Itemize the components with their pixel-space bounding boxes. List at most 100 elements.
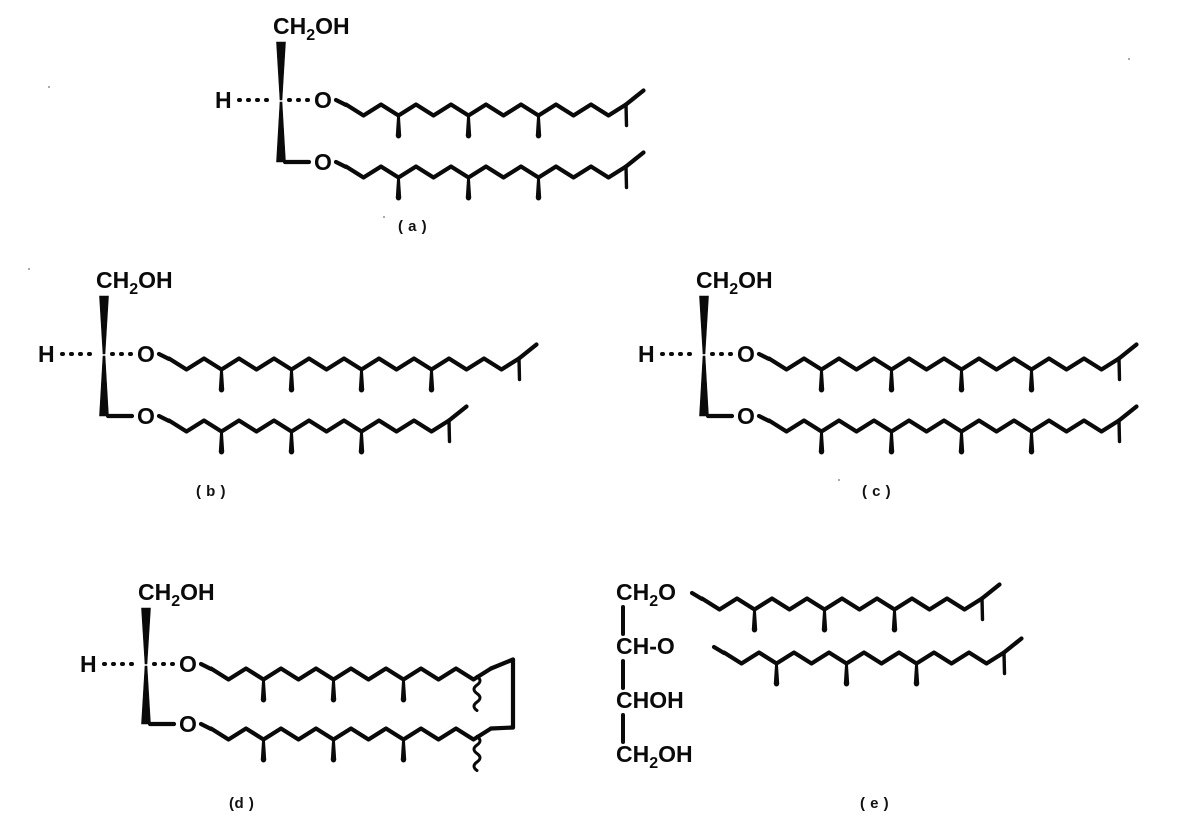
oxygen-label-upper: O [737,341,755,367]
methyl-wedge [465,115,472,139]
svg-text:O: O [179,711,197,737]
macrocyclic-bridge [472,657,516,772]
chain-backbone [766,356,1122,372]
terminal-methyl-up [979,582,1002,601]
backbone-label-row-0: CH2O [616,579,676,610]
methyl-wedge [888,369,895,393]
terminal-methyl-down [980,596,985,622]
isoprenoid-chain [166,342,539,393]
chain-backbone [699,596,985,612]
oxygen-label-upper: O [314,87,332,113]
hydrogen-label: H [80,651,97,677]
chain-backbone [343,102,629,118]
scan-speck [1128,58,1130,60]
terminal-methyl-up [623,150,646,169]
methyl-wedge [400,679,407,703]
chain-backbone [766,418,1122,434]
stereo-wedge-upper [99,295,109,355]
ch2oh-label: CH2OH [138,579,215,610]
svg-text:CH2OH: CH2OH [616,741,693,772]
scan-speck [48,86,50,88]
panel-label-a: ( a ) [398,218,428,235]
chain-backbone [343,164,629,180]
glycerol-head-group: CH2OH H O O [80,579,215,737]
methyl-wedge [428,369,435,393]
glycerol-head-group: CH2OH H O O [215,13,350,175]
structure-d-diagram: CH2OH H O O [80,579,516,772]
svg-text:H: H [638,341,655,367]
chain-backbone [166,356,522,372]
svg-text:CH2OH: CH2OH [138,579,215,610]
glycerol-head-group: CH2OH H O O [38,267,173,429]
svg-text:CH2O: CH2O [616,579,676,610]
oxygen-label-lower: O [314,149,332,175]
structure-c: CH2OH H O O [638,267,1139,455]
svg-text:O: O [137,403,155,429]
svg-text:H: H [215,87,232,113]
glycerol-head-group: CH2OH H O O [638,267,773,429]
oxygen-label-lower: O [737,403,755,429]
svg-text:CH2OH: CH2OH [273,13,350,44]
chain-backbone [166,418,452,434]
isoprenoid-chain [766,342,1139,393]
terminal-methyl-down [624,164,629,190]
bond-bridge-to-lower [488,725,516,731]
stereo-wedge-lower [141,665,151,725]
isoprenoid-chain [208,726,494,763]
hydrogen-label: H [215,87,232,113]
terminal-methyl-up [1116,342,1139,361]
methyl-wedge [395,177,402,201]
methyl-wedge [913,663,920,687]
oxygen-label-lower: O [137,403,155,429]
structure-c-diagram: CH2OH H O O [638,267,1139,455]
methyl-wedge [400,739,407,763]
methyl-wedge [395,115,402,139]
svg-text:O: O [179,651,197,677]
methyl-wedge [330,679,337,703]
terminal-methyl-down [1117,418,1122,444]
terminal-methyl-up [446,404,469,423]
terminal-methyl-up [1001,636,1024,655]
chain-backbone [721,650,1007,666]
methyl-wedge [288,431,295,455]
svg-text:H: H [38,341,55,367]
stereo-wedge-lower [276,101,286,163]
svg-text:CH2OH: CH2OH [96,267,173,298]
structure-a-diagram: CH2OH H O O [215,13,646,201]
methyl-wedge [958,369,965,393]
svg-text:O: O [737,403,755,429]
panel-label-b: ( b ) [196,483,226,500]
methyl-wedge [260,679,267,703]
oxygen-label-lower: O [179,711,197,737]
panel-label-e: ( e ) [860,795,890,812]
methyl-wedge [891,609,898,633]
methyl-wedge [288,369,295,393]
terminal-methyl-down [1002,650,1007,676]
terminal-methyl-up [516,342,539,361]
terminal-methyl-up [623,88,646,107]
isoprenoid-chain [766,404,1139,455]
methyl-wedge [260,739,267,763]
chain-backbone [208,726,494,742]
stereo-wedge-upper [699,295,709,355]
structure-b: CH2OH H O O [38,267,539,455]
panel-c: CH2OH H O O [618,258,1158,463]
backbone-label-row-1: CH-O [616,633,675,659]
panel-a: CH2OH H O O [195,4,695,209]
isoprenoid-chain [699,582,1002,633]
methyl-wedge [888,431,895,455]
stereo-wedge-lower [699,355,709,417]
methyl-wedge [330,739,337,763]
svg-text:H: H [80,651,97,677]
ch2oh-label: CH2OH [696,267,773,298]
svg-text:O: O [737,341,755,367]
methyl-wedge [821,609,828,633]
methyl-wedge [818,431,825,455]
methyl-wedge [958,431,965,455]
scan-speck [383,216,385,218]
bond-upper-to-bridge [488,657,516,671]
svg-text:O: O [137,341,155,367]
